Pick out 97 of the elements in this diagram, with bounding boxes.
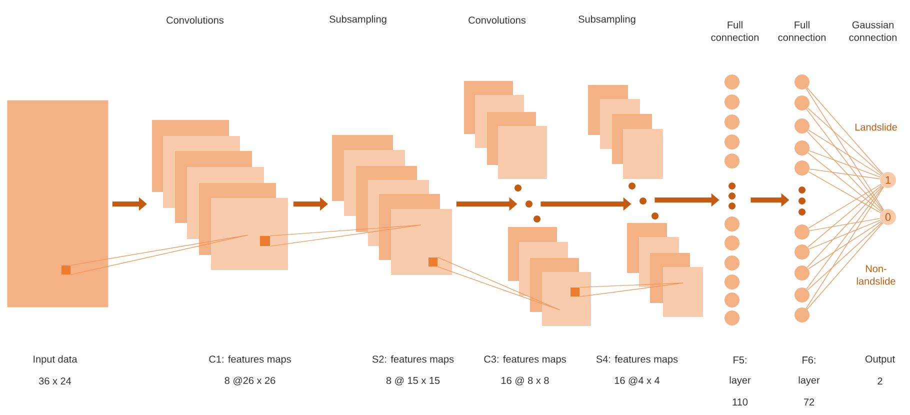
layer-caption: S4: features maps: [596, 355, 678, 365]
projection-lines: [270, 224, 422, 247]
layer-caption: F5:: [734, 356, 746, 364]
feature-map-stack: [627, 223, 703, 317]
layer-heading: Full connection: [778, 21, 826, 41]
feature-map-stack: [464, 81, 547, 179]
layer-caption: 110: [732, 398, 748, 406]
neuron-circle: [724, 134, 740, 150]
ellipsis-dot: [514, 184, 522, 192]
neuron-circle: [794, 224, 810, 240]
output-neuron: 0: [880, 209, 896, 225]
connection-line: [808, 130, 882, 176]
layer-caption: layer: [798, 376, 820, 386]
input-data-box: [7, 100, 108, 308]
layer-caption: 36 x 24: [38, 377, 72, 385]
layer-caption: 8 @26 x 26: [224, 376, 276, 386]
feature-map-stack: [152, 120, 288, 270]
connection-line: [809, 168, 880, 180]
layer-heading: Gaussian connection: [849, 21, 897, 41]
class-label: Non-landslide: [856, 265, 896, 285]
layer-heading: Subsampling: [578, 15, 636, 25]
layer-caption: Input data: [34, 355, 78, 365]
connection-line: [809, 218, 880, 232]
ellipsis-dot: [728, 192, 736, 200]
ellipsis-dot: [728, 182, 736, 190]
connection-line: [806, 108, 884, 211]
neuron-circle: [724, 74, 740, 90]
layer-caption: 16 @ 8 x 8: [502, 376, 549, 386]
ellipsis-dot: [798, 208, 806, 216]
layer-heading: Subsampling: [330, 15, 386, 25]
neuron-circle: [794, 160, 810, 176]
neuron-circle: [724, 310, 740, 326]
layer-heading: Convolutions: [166, 16, 224, 24]
ellipsis-dot: [652, 212, 658, 220]
layer-heading: Convolutions: [468, 16, 526, 24]
projection-lines: [579, 282, 684, 298]
receptive-field-square: [428, 258, 438, 266]
connection-line: [806, 88, 884, 210]
projection-lines: [437, 256, 560, 310]
feature-map-stack: [332, 135, 452, 275]
feature-map-stack: [588, 85, 663, 179]
neuron-circle: [794, 288, 810, 302]
neuron-circle: [724, 292, 740, 308]
layer-heading: Full connection: [711, 21, 759, 41]
neuron-circle: [724, 94, 740, 110]
connection-line: [808, 221, 882, 270]
neuron-circle: [724, 154, 740, 168]
connection-line: [808, 184, 882, 248]
layer-caption: layer: [730, 376, 751, 386]
ellipsis-dot: [798, 186, 806, 194]
neuron-circle: [724, 274, 740, 290]
neuron-circle: [794, 118, 810, 134]
projection-lines: [70, 234, 248, 276]
layer-caption: 2: [878, 378, 882, 384]
class-label: Landslide: [855, 123, 897, 131]
connection-line: [808, 152, 882, 212]
layer-caption: F6:: [802, 356, 816, 364]
neuron-circle: [724, 236, 740, 250]
connection-line: [808, 220, 881, 250]
ellipsis-dot: [728, 202, 736, 210]
ellipsis-dot: [798, 198, 806, 204]
connection-line: [807, 222, 882, 290]
receptive-field-square: [62, 266, 70, 274]
connection-line: [808, 171, 882, 214]
connection-line: [806, 186, 883, 268]
connection-line: [806, 186, 884, 309]
layer-caption: C3: features maps: [484, 355, 566, 365]
receptive-field-square: [570, 288, 580, 296]
feature-map-stack: [508, 227, 591, 326]
layer-caption: S2: features maps: [372, 355, 454, 365]
neuron-circle: [794, 266, 810, 280]
ellipsis-dot: [628, 182, 636, 190]
layer-caption: Output: [865, 355, 895, 365]
connection-line: [808, 184, 882, 228]
connection-line: [806, 186, 884, 290]
neuron-circle: [794, 140, 810, 156]
connection-line: [808, 150, 881, 178]
output-neuron: 1: [880, 172, 896, 188]
ellipsis-dot: [526, 200, 532, 208]
receptive-field-square: [260, 236, 270, 246]
connection-line: [806, 87, 883, 174]
layer-caption: 8 @ 15 x 15: [386, 376, 440, 386]
ellipsis-dot: [534, 216, 540, 222]
ellipsis-dot: [640, 198, 646, 204]
connection-line: [806, 222, 883, 310]
layer-caption: 16 @4 x 4: [614, 376, 660, 386]
connection-line: [807, 108, 882, 175]
connection-line: [806, 131, 883, 212]
neuron-circle: [794, 308, 810, 322]
neuron-circle: [794, 96, 810, 110]
layer-caption: 72: [804, 398, 814, 406]
neuron-circle: [724, 114, 740, 130]
neuron-circle: [794, 244, 810, 260]
neuron-circle: [794, 74, 810, 90]
neuron-circle: [724, 216, 740, 232]
neuron-circle: [724, 256, 740, 270]
layer-caption: C1: features maps: [209, 355, 291, 365]
